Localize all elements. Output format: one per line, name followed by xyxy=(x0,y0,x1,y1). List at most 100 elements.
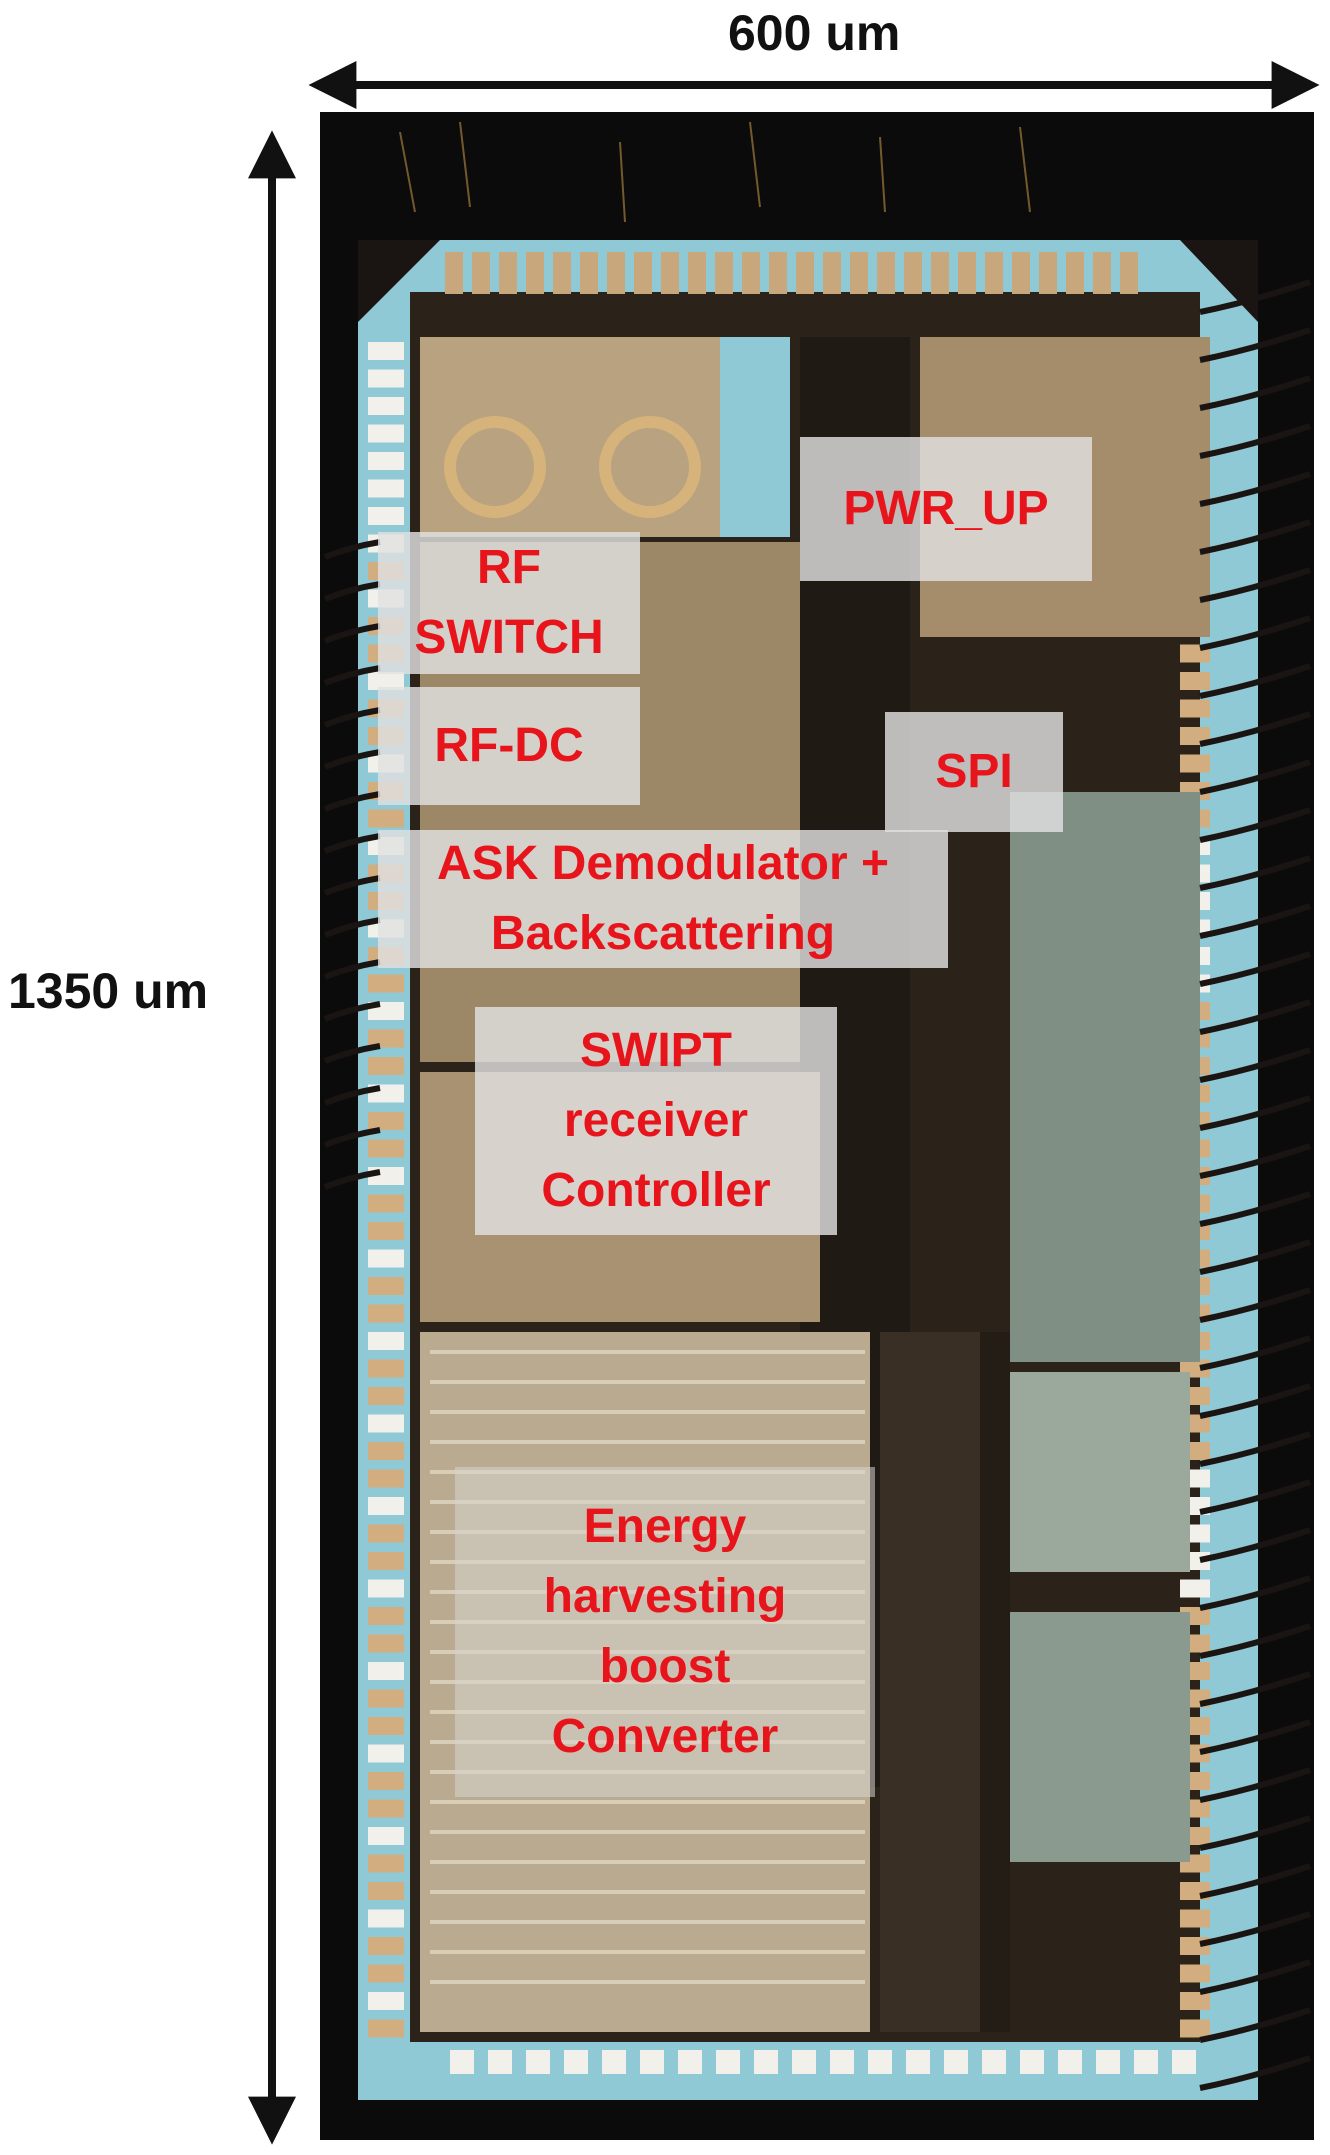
bond-pad xyxy=(754,2050,778,2074)
ask-demodulator-block: ASK Demodulator + Backscattering xyxy=(378,830,948,968)
bond-wire xyxy=(1199,759,1311,795)
bond-pad xyxy=(368,2019,404,2038)
bond-pad xyxy=(368,1689,404,1708)
bond-pad xyxy=(1058,2050,1082,2074)
swipt-label-line: SWIPT xyxy=(580,1024,732,1077)
pwr-up-label-line: PWR_UP xyxy=(843,482,1049,535)
bond-pad xyxy=(1180,672,1210,690)
bond-pad xyxy=(368,1029,404,1048)
bond-pad xyxy=(368,1359,404,1378)
bond-pad xyxy=(368,1634,404,1653)
rf-dc-label: RF-DC xyxy=(434,711,583,781)
bond-pad xyxy=(958,252,976,294)
bond-wire xyxy=(323,917,381,938)
bond-pad xyxy=(1120,252,1138,294)
bond-pad xyxy=(368,1909,404,1928)
bond-pad xyxy=(688,252,706,294)
ask-label-line: Backscattering xyxy=(490,907,836,960)
bond-wire xyxy=(1199,1191,1311,1227)
bond-pad xyxy=(796,252,814,294)
bond-pad xyxy=(1180,699,1210,718)
bond-wire xyxy=(1199,1383,1311,1419)
bond-pad xyxy=(368,1112,404,1130)
swipt-label-line: receiver xyxy=(563,1094,749,1147)
bond-pad xyxy=(985,252,1003,294)
bond-wire xyxy=(1199,1911,1311,1947)
bond-pad xyxy=(368,1552,404,1570)
bond-wire xyxy=(1199,519,1311,555)
swipt-controller-block: SWIPT receiver Controller xyxy=(475,1007,837,1235)
bond-pad xyxy=(661,252,679,294)
bond-wire xyxy=(1199,615,1311,651)
bond-pad xyxy=(368,397,404,415)
bond-pad xyxy=(368,1937,404,1955)
bond-pad xyxy=(368,1524,404,1543)
bond-pad xyxy=(877,252,895,294)
bond-pad xyxy=(368,1854,404,1873)
pwr-up-block: PWR_UP xyxy=(800,437,1092,581)
bond-wire xyxy=(323,1127,381,1148)
bond-wire xyxy=(1199,1479,1311,1515)
bond-pad xyxy=(368,1387,404,1405)
bond-pad xyxy=(368,1194,404,1213)
bond-wire xyxy=(1199,1815,1311,1851)
bond-wire xyxy=(1199,807,1311,843)
chip-die: RF SWITCH PWR_UP RF-DC SPI ASK Demodulat… xyxy=(320,112,1314,2140)
bond-pad xyxy=(368,1992,404,2010)
bond-wire xyxy=(1199,999,1311,1035)
bond-pad xyxy=(368,452,404,470)
spi-block: SPI xyxy=(885,712,1063,832)
bond-pad xyxy=(868,2050,892,2074)
spi-label: SPI xyxy=(935,737,1012,807)
bond-wire xyxy=(1199,1095,1311,1131)
bond-pad xyxy=(1180,754,1210,773)
bond-pad xyxy=(368,672,404,690)
bond-pad xyxy=(716,2050,740,2074)
bond-pad xyxy=(368,1579,404,1598)
bond-pad xyxy=(1134,2050,1158,2074)
energy-harvesting-label: Energy harvesting boost Converter xyxy=(544,1492,787,1772)
bond-wire xyxy=(1199,711,1311,747)
bond-pad xyxy=(1180,1992,1210,2010)
bond-pad xyxy=(368,1882,404,1900)
bond-pad xyxy=(368,479,404,498)
bond-pad xyxy=(368,1744,404,1763)
bond-pad xyxy=(368,1249,404,1268)
bond-pad xyxy=(368,809,404,828)
bond-pad xyxy=(368,1497,404,1515)
bond-pad xyxy=(368,1139,404,1158)
bond-wire xyxy=(323,539,381,560)
bond-wire xyxy=(1199,1767,1311,1803)
bond-pad xyxy=(368,1717,404,1735)
ask-demodulator-label: ASK Demodulator + Backscattering xyxy=(437,829,889,969)
bond-pad xyxy=(368,1607,404,1625)
bond-pad xyxy=(769,252,787,294)
bond-pad xyxy=(742,252,760,294)
bond-wire xyxy=(1199,1575,1311,1611)
bond-wire xyxy=(1199,567,1311,603)
rf-switch-label-line: SWITCH xyxy=(414,611,604,664)
energy-label-line: boost xyxy=(599,1640,731,1693)
bond-pad xyxy=(368,1277,404,1295)
bond-wire xyxy=(323,665,381,686)
swipt-controller-label: SWIPT receiver Controller xyxy=(541,1016,770,1226)
bond-pad xyxy=(368,1442,404,1460)
bond-pad xyxy=(904,252,922,294)
bond-wire xyxy=(1199,2055,1311,2091)
bond-wire xyxy=(323,791,381,812)
bond-pad xyxy=(488,2050,512,2074)
bond-pad xyxy=(715,252,733,294)
bond-pad xyxy=(1093,252,1111,294)
bond-wire xyxy=(323,1001,381,1022)
rf-switch-block: RF SWITCH xyxy=(378,532,640,674)
bond-wire xyxy=(1199,1719,1311,1755)
bond-pad xyxy=(1180,2019,1210,2038)
bond-pad xyxy=(640,2050,664,2074)
bond-wire xyxy=(1199,903,1311,939)
energy-label-line: Converter xyxy=(551,1710,779,1763)
bond-wire xyxy=(1199,951,1311,987)
bond-pad xyxy=(1096,2050,1120,2074)
spi-label-line: SPI xyxy=(935,745,1013,798)
bond-pad xyxy=(499,252,517,294)
bond-wire xyxy=(1199,1335,1311,1371)
